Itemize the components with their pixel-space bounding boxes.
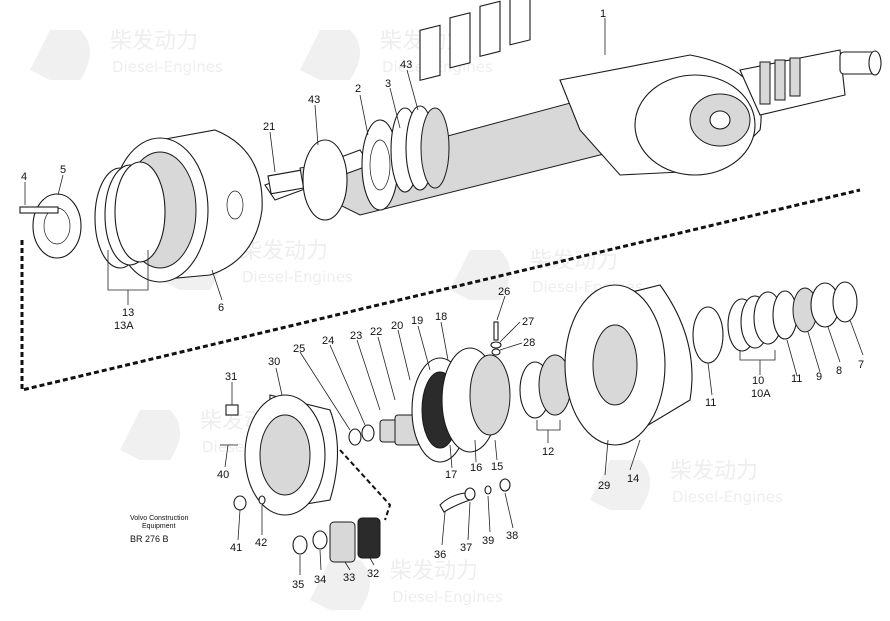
callout-18: 18: [435, 311, 447, 323]
watermark-sub: Diesel-Engines: [112, 58, 223, 76]
callout-29: 29: [598, 480, 610, 492]
small-fasteners: [439, 321, 511, 513]
bolt-4: [19, 206, 59, 214]
callout-10: 10: [752, 375, 764, 387]
callout-5: 5: [60, 164, 66, 176]
callout-17: 17: [445, 469, 457, 481]
callout-13a: 13A: [114, 320, 134, 332]
end-rings: [792, 281, 858, 333]
o-ring-43: [302, 139, 348, 221]
callout-35: 35: [292, 579, 304, 591]
wheel-bearing: [519, 354, 572, 419]
callout-25: 25: [293, 343, 305, 355]
callout-38: 38: [506, 530, 518, 542]
callout-1: 1: [600, 8, 606, 20]
watermark-logo-4: 柴发动力 Diesel-Engines: [450, 249, 643, 300]
sun-gear-parts: [348, 414, 421, 446]
housing-right-ribs: [759, 57, 801, 105]
watermark-brand: 柴发动力: [670, 459, 758, 484]
callout-27: 27: [522, 316, 534, 328]
callout-3: 3: [385, 78, 391, 90]
callout-2: 2: [355, 83, 361, 95]
watermark-sub: Diesel-Engines: [392, 588, 503, 606]
callout-16: 16: [470, 462, 482, 474]
callout-21: 21: [263, 121, 275, 133]
thrust-washer: [32, 193, 82, 259]
planetary-cover: [244, 394, 339, 516]
callout-7: 7: [858, 359, 864, 371]
watermark-brand: 柴发动力: [390, 559, 478, 584]
watermark-sub: Diesel-Engines: [672, 488, 783, 506]
watermark-brand: 柴发动力: [530, 249, 618, 274]
callout-30: 30: [268, 356, 280, 368]
brake-disc-stack: [390, 105, 450, 193]
seal-rings: [692, 290, 798, 364]
callout-9: 9: [816, 371, 822, 383]
callout-34: 34: [314, 574, 326, 586]
callout-43-top: 43: [400, 59, 412, 71]
callout-11-right: 11: [791, 373, 802, 385]
note-line-1: Volvo Construction: [130, 515, 188, 522]
callout-24: 24: [322, 335, 334, 347]
callout-23: 23: [350, 330, 362, 342]
callout-33: 33: [343, 572, 355, 584]
callout-4: 4: [21, 171, 27, 183]
callout-19: 19: [411, 315, 423, 327]
drawing-note: Volvo Construction Equipment BR 276 B: [130, 515, 188, 544]
callout-15: 15: [491, 461, 503, 473]
callout-31: 31: [225, 371, 237, 383]
drawing-reference: BR 276 B: [130, 534, 169, 544]
callout-14: 14: [627, 473, 639, 485]
callout-37: 37: [460, 542, 472, 554]
planet-gear-set: [292, 517, 381, 563]
watermark-brand: 柴发动力: [110, 29, 198, 54]
callout-41: 41: [230, 542, 242, 554]
wheel-hub: [564, 284, 693, 446]
watermark-logo-6: 柴发动力 Diesel-Engines: [590, 459, 783, 510]
callout-12: 12: [542, 446, 554, 458]
housing-ribs: [419, 0, 531, 81]
callout-20: 20: [391, 320, 403, 332]
callout-39: 39: [482, 535, 494, 547]
callout-22: 22: [370, 326, 382, 338]
callout-36: 36: [434, 549, 446, 561]
watermark-logo-7: 柴发动力 Diesel-Engines: [310, 559, 503, 610]
cover-fasteners: [220, 404, 266, 511]
callout-8: 8: [836, 365, 842, 377]
callout-43-left: 43: [308, 94, 320, 106]
callout-42: 42: [255, 537, 267, 549]
callout-6: 6: [218, 302, 224, 314]
ring-set: [94, 161, 166, 269]
callout-40: 40: [217, 469, 229, 481]
note-line-2: Equipment: [142, 523, 176, 530]
watermark-logo-1: 柴发动力 Diesel-Engines: [30, 29, 223, 80]
callout-26: 26: [498, 286, 510, 298]
ring-gear: [411, 347, 511, 463]
watermark-sub: Diesel-Engines: [242, 268, 353, 286]
callout-labels: 1 2 3 43 43 21 5 4 13 13A 6 7 8 9 11 10 …: [21, 8, 864, 591]
gear-link-dash: [339, 449, 392, 521]
watermark-brand: 柴发动力: [240, 239, 328, 264]
callout-28: 28: [523, 337, 535, 349]
callout-13: 13: [122, 307, 134, 319]
callout-10a: 10A: [751, 388, 771, 400]
callout-32: 32: [367, 568, 379, 580]
callout-11-left: 11: [705, 397, 716, 409]
leader-lines: [24, 18, 864, 575]
assembly-connection: [20, 188, 861, 392]
